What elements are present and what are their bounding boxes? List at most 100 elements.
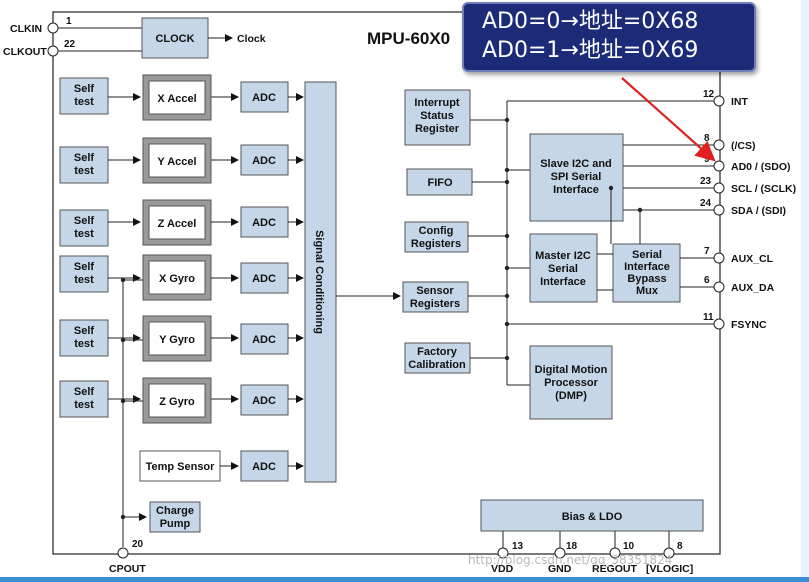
adc-block xyxy=(240,262,289,294)
bottom-bar xyxy=(0,577,809,582)
bottom-pins: 13 VDD 18 GND 10 REGOUT 8 [VLOGIC] xyxy=(491,541,693,575)
master-interface-label: Master I2C xyxy=(535,250,591,262)
callout-line: AD0=1→地址=0X69 xyxy=(482,38,699,63)
pin-gnd-label: GND xyxy=(548,563,572,575)
self-test-label: Self xyxy=(74,386,95,398)
self-test-label: test xyxy=(74,228,94,240)
sensor-block xyxy=(148,205,206,240)
factory-label: Factory xyxy=(417,346,458,358)
self-test-label: Self xyxy=(74,325,95,337)
slave-interface-label: Interface xyxy=(553,184,599,196)
pin-aux-da xyxy=(713,281,725,293)
pin-ad0-label: AD0 / (SDO) xyxy=(731,161,791,173)
right-edge-bar xyxy=(801,0,809,577)
clock-block xyxy=(141,17,209,59)
sensor-label: X Gyro xyxy=(159,273,195,285)
slave-interface-block xyxy=(529,133,624,222)
slave-interface-label: SPI Serial xyxy=(551,171,602,183)
pin-int xyxy=(713,95,725,107)
self-test-label: test xyxy=(74,165,94,177)
pin-gnd xyxy=(554,547,566,559)
pin-clkin xyxy=(47,22,59,34)
pin-int-num: 12 xyxy=(703,89,715,100)
pin-fsync xyxy=(713,318,725,330)
sensor-label: Z Gyro xyxy=(159,396,195,408)
bypass-mux-label: Mux xyxy=(636,285,659,297)
self-test-block xyxy=(59,146,109,184)
self-test-label: test xyxy=(74,274,94,286)
pin-scl-num: 23 xyxy=(700,176,712,187)
pin-int-label: INT xyxy=(731,96,749,108)
chip-title: MPU-60X0 xyxy=(367,29,450,48)
self-test-label: Self xyxy=(74,152,95,164)
pin-sda-num: 24 xyxy=(700,198,712,209)
pin-vlogic-label: [VLOGIC] xyxy=(646,563,693,575)
charge-pump-block xyxy=(149,501,201,533)
dmp-label: Processor xyxy=(544,377,599,389)
self-test-label: Self xyxy=(74,83,95,95)
adc-block xyxy=(240,81,289,113)
pin-cs-label: (/CS) xyxy=(731,140,756,152)
temp-sensor-label: Temp Sensor xyxy=(146,461,216,473)
sensor-label: Y Accel xyxy=(157,156,196,168)
temp-sensor-block xyxy=(139,450,221,482)
sensor-block xyxy=(148,80,206,115)
adc-label: ADC xyxy=(252,395,276,407)
pin-cs xyxy=(713,139,725,151)
master-interface-label: Serial xyxy=(548,263,578,275)
sensor-rows: Self test X Accel ADC Self test Y Accel … xyxy=(59,74,304,482)
adc-label: ADC xyxy=(252,155,276,167)
config-registers-block xyxy=(404,221,469,253)
sensor-registers-block xyxy=(402,281,469,313)
pin-vdd-label: VDD xyxy=(491,563,514,575)
sensor-block xyxy=(148,383,206,418)
adc-block xyxy=(240,384,289,416)
adc-label: ADC xyxy=(252,334,276,346)
adc-label: ADC xyxy=(252,461,276,473)
bypass-mux-block xyxy=(612,243,681,303)
signal-conditioning-block xyxy=(304,81,337,483)
self-test-block xyxy=(59,255,109,293)
pin-aux-da-num: 6 xyxy=(704,275,710,286)
sensor-registers-label: Registers xyxy=(410,298,460,310)
pin-clkin-label: CLKIN xyxy=(10,23,42,35)
bypass-mux-label: Bypass xyxy=(627,273,666,285)
adc-label: ADC xyxy=(252,92,276,104)
adc-block xyxy=(240,323,289,355)
interrupt-status-register-block xyxy=(404,89,471,146)
self-test-label: Self xyxy=(74,261,95,273)
sensor-block xyxy=(148,260,206,295)
pin-aux-cl-label: AUX_CL xyxy=(731,253,774,265)
pin-clkin-num: 1 xyxy=(66,16,72,27)
clock-block-label: CLOCK xyxy=(155,33,194,45)
dmp-label: (DMP) xyxy=(555,390,587,402)
signal-conditioning-label: Signal Conditioning xyxy=(313,230,325,334)
pin-regout xyxy=(609,547,621,559)
pin-scl-label: SCL / (SCLK) xyxy=(731,183,796,195)
fifo-label: FIFO xyxy=(427,177,452,189)
pin-regout-num: 10 xyxy=(623,541,635,552)
sensor-block xyxy=(148,321,206,356)
self-test-label: Self xyxy=(74,215,95,227)
dmp-label: Digital Motion xyxy=(535,364,608,376)
charge-pump-label: Charge xyxy=(156,505,194,517)
pin-fsync-label: FSYNC xyxy=(731,319,767,331)
master-interface-label: Interface xyxy=(540,276,586,288)
adc-block xyxy=(240,144,289,176)
bias-ldo-label: Bias & LDO xyxy=(562,511,623,523)
factory-label: Calibration xyxy=(408,359,466,371)
pin-cpout-num: 20 xyxy=(132,539,144,550)
dmp-block xyxy=(529,345,613,420)
right-pins: 12 INT 8 (/CS) 9 AD0 / (SDO) 23 SCL / (S… xyxy=(700,89,796,331)
pin-scl xyxy=(713,182,725,194)
sensor-label: Y Gyro xyxy=(159,334,195,346)
clock-output-label: Clock xyxy=(237,33,266,45)
self-test-label: test xyxy=(74,96,94,108)
watermark: http://blog.csdn.net/qq_38351824 xyxy=(468,553,673,567)
adc-label: ADC xyxy=(252,273,276,285)
pin-vlogic xyxy=(663,547,675,559)
pin-cs-num: 8 xyxy=(704,133,710,144)
self-test-block xyxy=(59,209,109,247)
self-test-block xyxy=(59,77,109,115)
pin-regout-label: REGOUT xyxy=(592,563,638,575)
